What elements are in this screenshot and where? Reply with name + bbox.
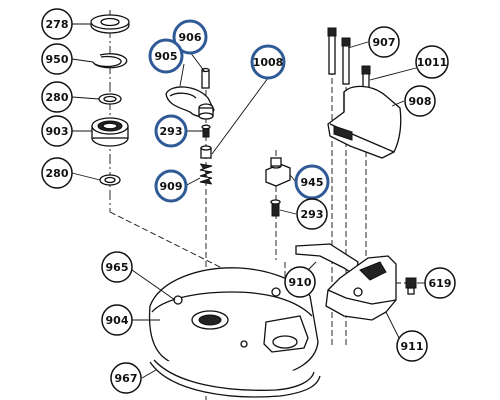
part-950-retaining-ring xyxy=(92,53,128,69)
part-906-pin xyxy=(201,67,210,89)
svg-text:906: 906 xyxy=(179,31,202,44)
svg-text:619: 619 xyxy=(429,277,452,290)
callout-945: 945 xyxy=(294,164,330,200)
svg-text:903: 903 xyxy=(46,125,69,138)
part-904-base-plate xyxy=(148,267,319,380)
svg-text:280: 280 xyxy=(46,167,69,180)
svg-text:967: 967 xyxy=(115,372,138,385)
svg-text:293: 293 xyxy=(301,208,324,221)
callout-965: 965 xyxy=(101,251,133,283)
callout-967: 967 xyxy=(110,362,142,394)
svg-text:1008: 1008 xyxy=(253,56,284,69)
callout-balloons: 278 950 280 903 280 906 905 1008 xyxy=(41,8,456,394)
part-907-bolts xyxy=(327,27,351,85)
part-911-lower-housing xyxy=(325,255,397,321)
svg-text:280: 280 xyxy=(46,91,69,104)
callout-904: 904 xyxy=(101,304,133,336)
svg-text:1011: 1011 xyxy=(417,56,448,69)
part-967-gasket xyxy=(149,359,321,398)
part-905-arm xyxy=(165,86,215,120)
callout-909: 909 xyxy=(154,169,188,203)
svg-text:907: 907 xyxy=(373,36,396,49)
part-945-cam xyxy=(265,157,291,187)
callout-905: 905 xyxy=(148,38,184,74)
svg-text:910: 910 xyxy=(289,276,312,289)
part-293-screw-upper xyxy=(201,124,211,138)
part-903-bearing xyxy=(91,117,129,147)
svg-text:909: 909 xyxy=(160,180,183,193)
part-619-screw xyxy=(405,277,417,295)
callout-280-lower: 280 xyxy=(41,157,73,189)
svg-text:278: 278 xyxy=(46,18,69,31)
part-909-spring xyxy=(199,145,213,185)
svg-text:911: 911 xyxy=(401,340,424,353)
svg-text:908: 908 xyxy=(409,95,432,108)
callout-903: 903 xyxy=(41,115,73,147)
part-293-screw-lower xyxy=(270,199,281,217)
callout-910: 910 xyxy=(284,266,316,298)
callout-906: 906 xyxy=(172,19,208,55)
svg-text:965: 965 xyxy=(106,261,129,274)
callout-950: 950 xyxy=(41,43,73,75)
callout-1011: 1011 xyxy=(415,45,449,79)
svg-text:950: 950 xyxy=(46,53,69,66)
callout-1008: 1008 xyxy=(250,44,286,80)
callout-907: 907 xyxy=(368,26,400,58)
part-280-washer-lower xyxy=(99,174,121,186)
callout-280-upper: 280 xyxy=(41,81,73,113)
callout-293-upper: 293 xyxy=(154,114,188,148)
callout-908: 908 xyxy=(404,85,436,117)
part-280-washer-upper xyxy=(98,93,122,105)
svg-text:904: 904 xyxy=(106,314,129,327)
part-278-seal xyxy=(90,14,130,34)
callout-911: 911 xyxy=(396,330,428,362)
callout-619: 619 xyxy=(424,267,456,299)
svg-text:905: 905 xyxy=(155,50,178,63)
callout-293-lower: 293 xyxy=(296,198,328,230)
svg-text:945: 945 xyxy=(301,176,324,189)
svg-text:293: 293 xyxy=(160,125,183,138)
callout-278: 278 xyxy=(41,8,73,40)
part-908-upper-housing xyxy=(327,85,402,159)
